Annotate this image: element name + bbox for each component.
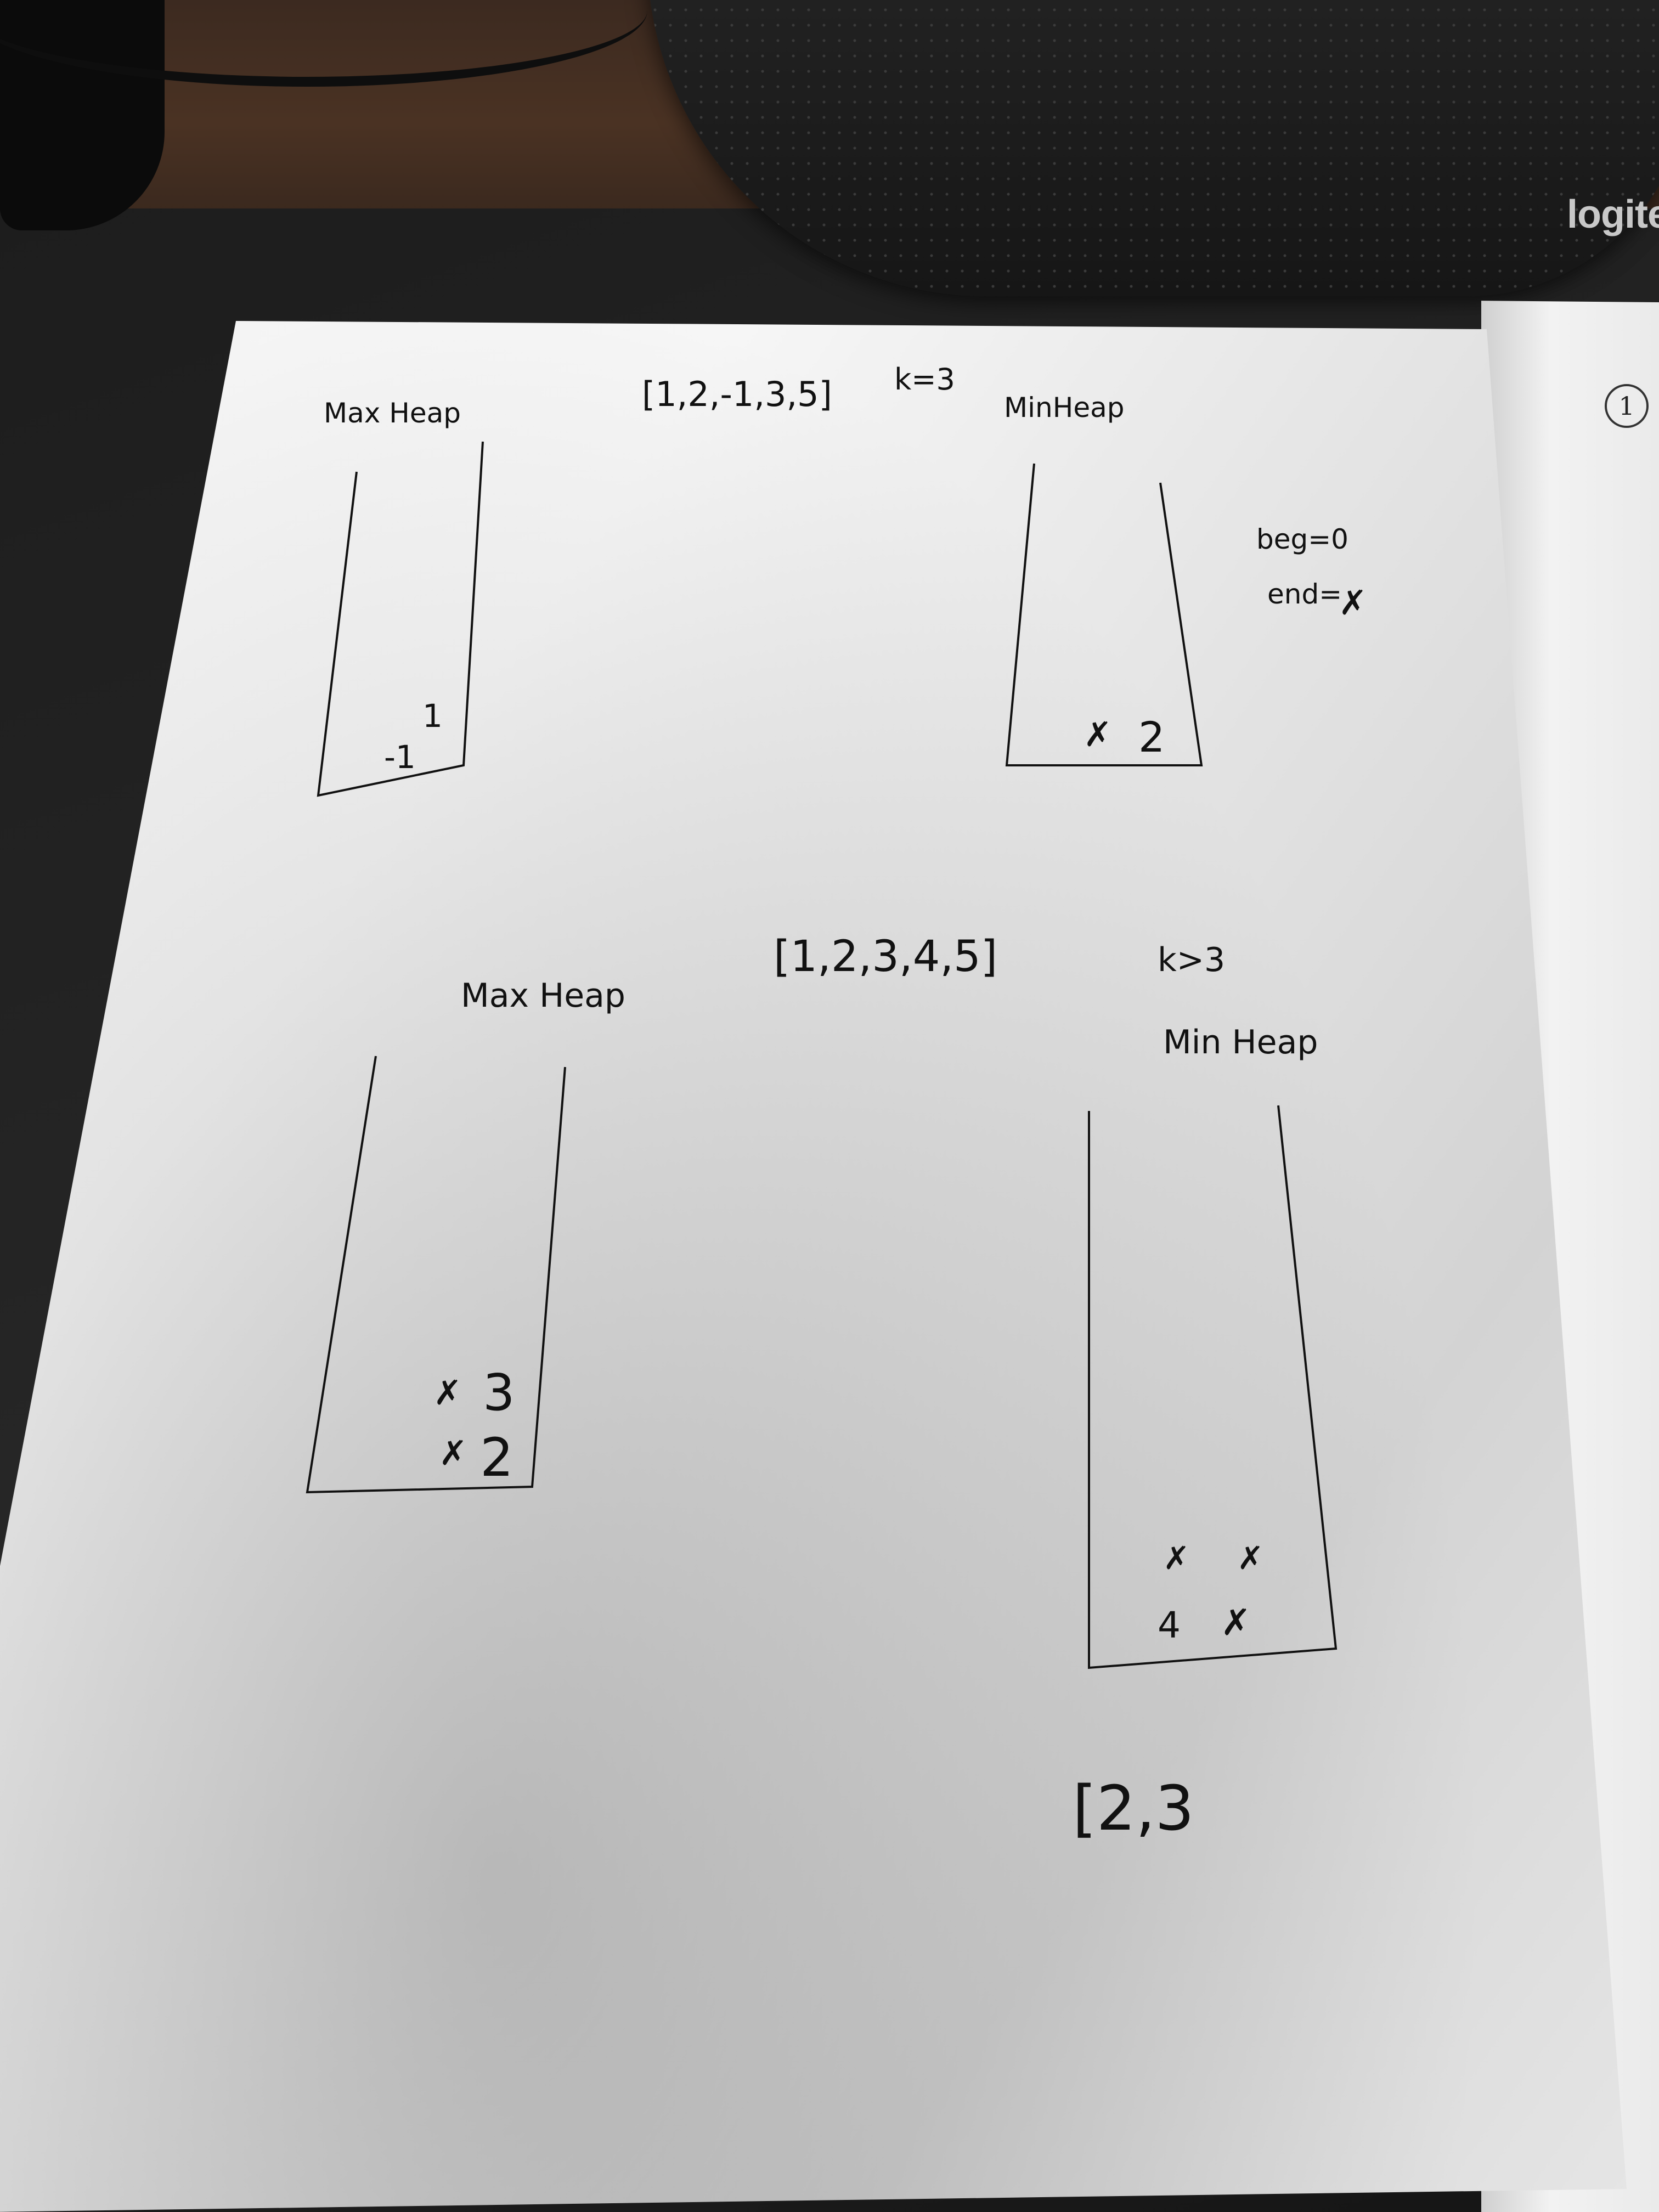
back-page-marker: 1 xyxy=(1605,384,1649,428)
example1-min-heap-title: MinHeap xyxy=(1004,392,1124,424)
example2-k: k>3 xyxy=(1158,941,1225,979)
example2-max-heap-bottom: 2 xyxy=(480,1427,514,1488)
example1-begin: beg=0 xyxy=(1256,523,1348,555)
example2-min-heap-scribble-right-bottom: ✗ xyxy=(1221,1601,1251,1644)
example1-min-heap-scribble: ✗ xyxy=(1084,714,1112,754)
example2-min-heap-scribble-right-top: ✗ xyxy=(1237,1539,1264,1577)
example1-array: [1,2,-1,3,5] xyxy=(642,374,832,414)
example2-min-heap-box xyxy=(1088,1105,1338,1669)
example1-max-heap-top: 1 xyxy=(422,697,443,735)
example1-k: k=3 xyxy=(894,362,955,397)
example2-max-heap-box xyxy=(306,1056,566,1494)
example1-max-heap-bottom: -1 xyxy=(384,738,416,776)
example2-array: [1,2,3,4,5] xyxy=(774,932,997,981)
device-brand-logo: logite xyxy=(1567,193,1659,236)
example2-max-heap-scribble-bottom: ✗ xyxy=(439,1433,467,1473)
example2-min-heap-title: Min Heap xyxy=(1163,1023,1318,1062)
example1-group: Max Heap [1,2,-1,3,5] k=3 MinHeap 1 -1 ✗… xyxy=(317,362,1367,797)
example2-max-heap-title: Max Heap xyxy=(461,977,625,1015)
mouse-pad-device xyxy=(647,0,1659,296)
example2-max-heap-scribble-top: ✗ xyxy=(433,1373,462,1413)
example2-max-heap-top: 3 xyxy=(483,1363,515,1422)
example1-max-heap-box xyxy=(317,441,484,797)
example1-end-scribble: ✗ xyxy=(1339,583,1367,623)
example1-end: end= xyxy=(1267,578,1342,610)
example1-min-heap-value: 2 xyxy=(1138,713,1165,761)
example2-min-heap-scribble-left: ✗ xyxy=(1163,1539,1190,1577)
example1-max-heap-title: Max Heap xyxy=(324,397,461,429)
example1-min-heap-box xyxy=(1005,463,1203,766)
example2-result: [2,3 xyxy=(1073,1773,1194,1844)
example2-group: Max Heap [1,2,3,4,5] k>3 Min Heap ✗ 3 ✗ … xyxy=(306,932,1338,1844)
example2-min-heap-bottom-left: 4 xyxy=(1158,1604,1181,1646)
